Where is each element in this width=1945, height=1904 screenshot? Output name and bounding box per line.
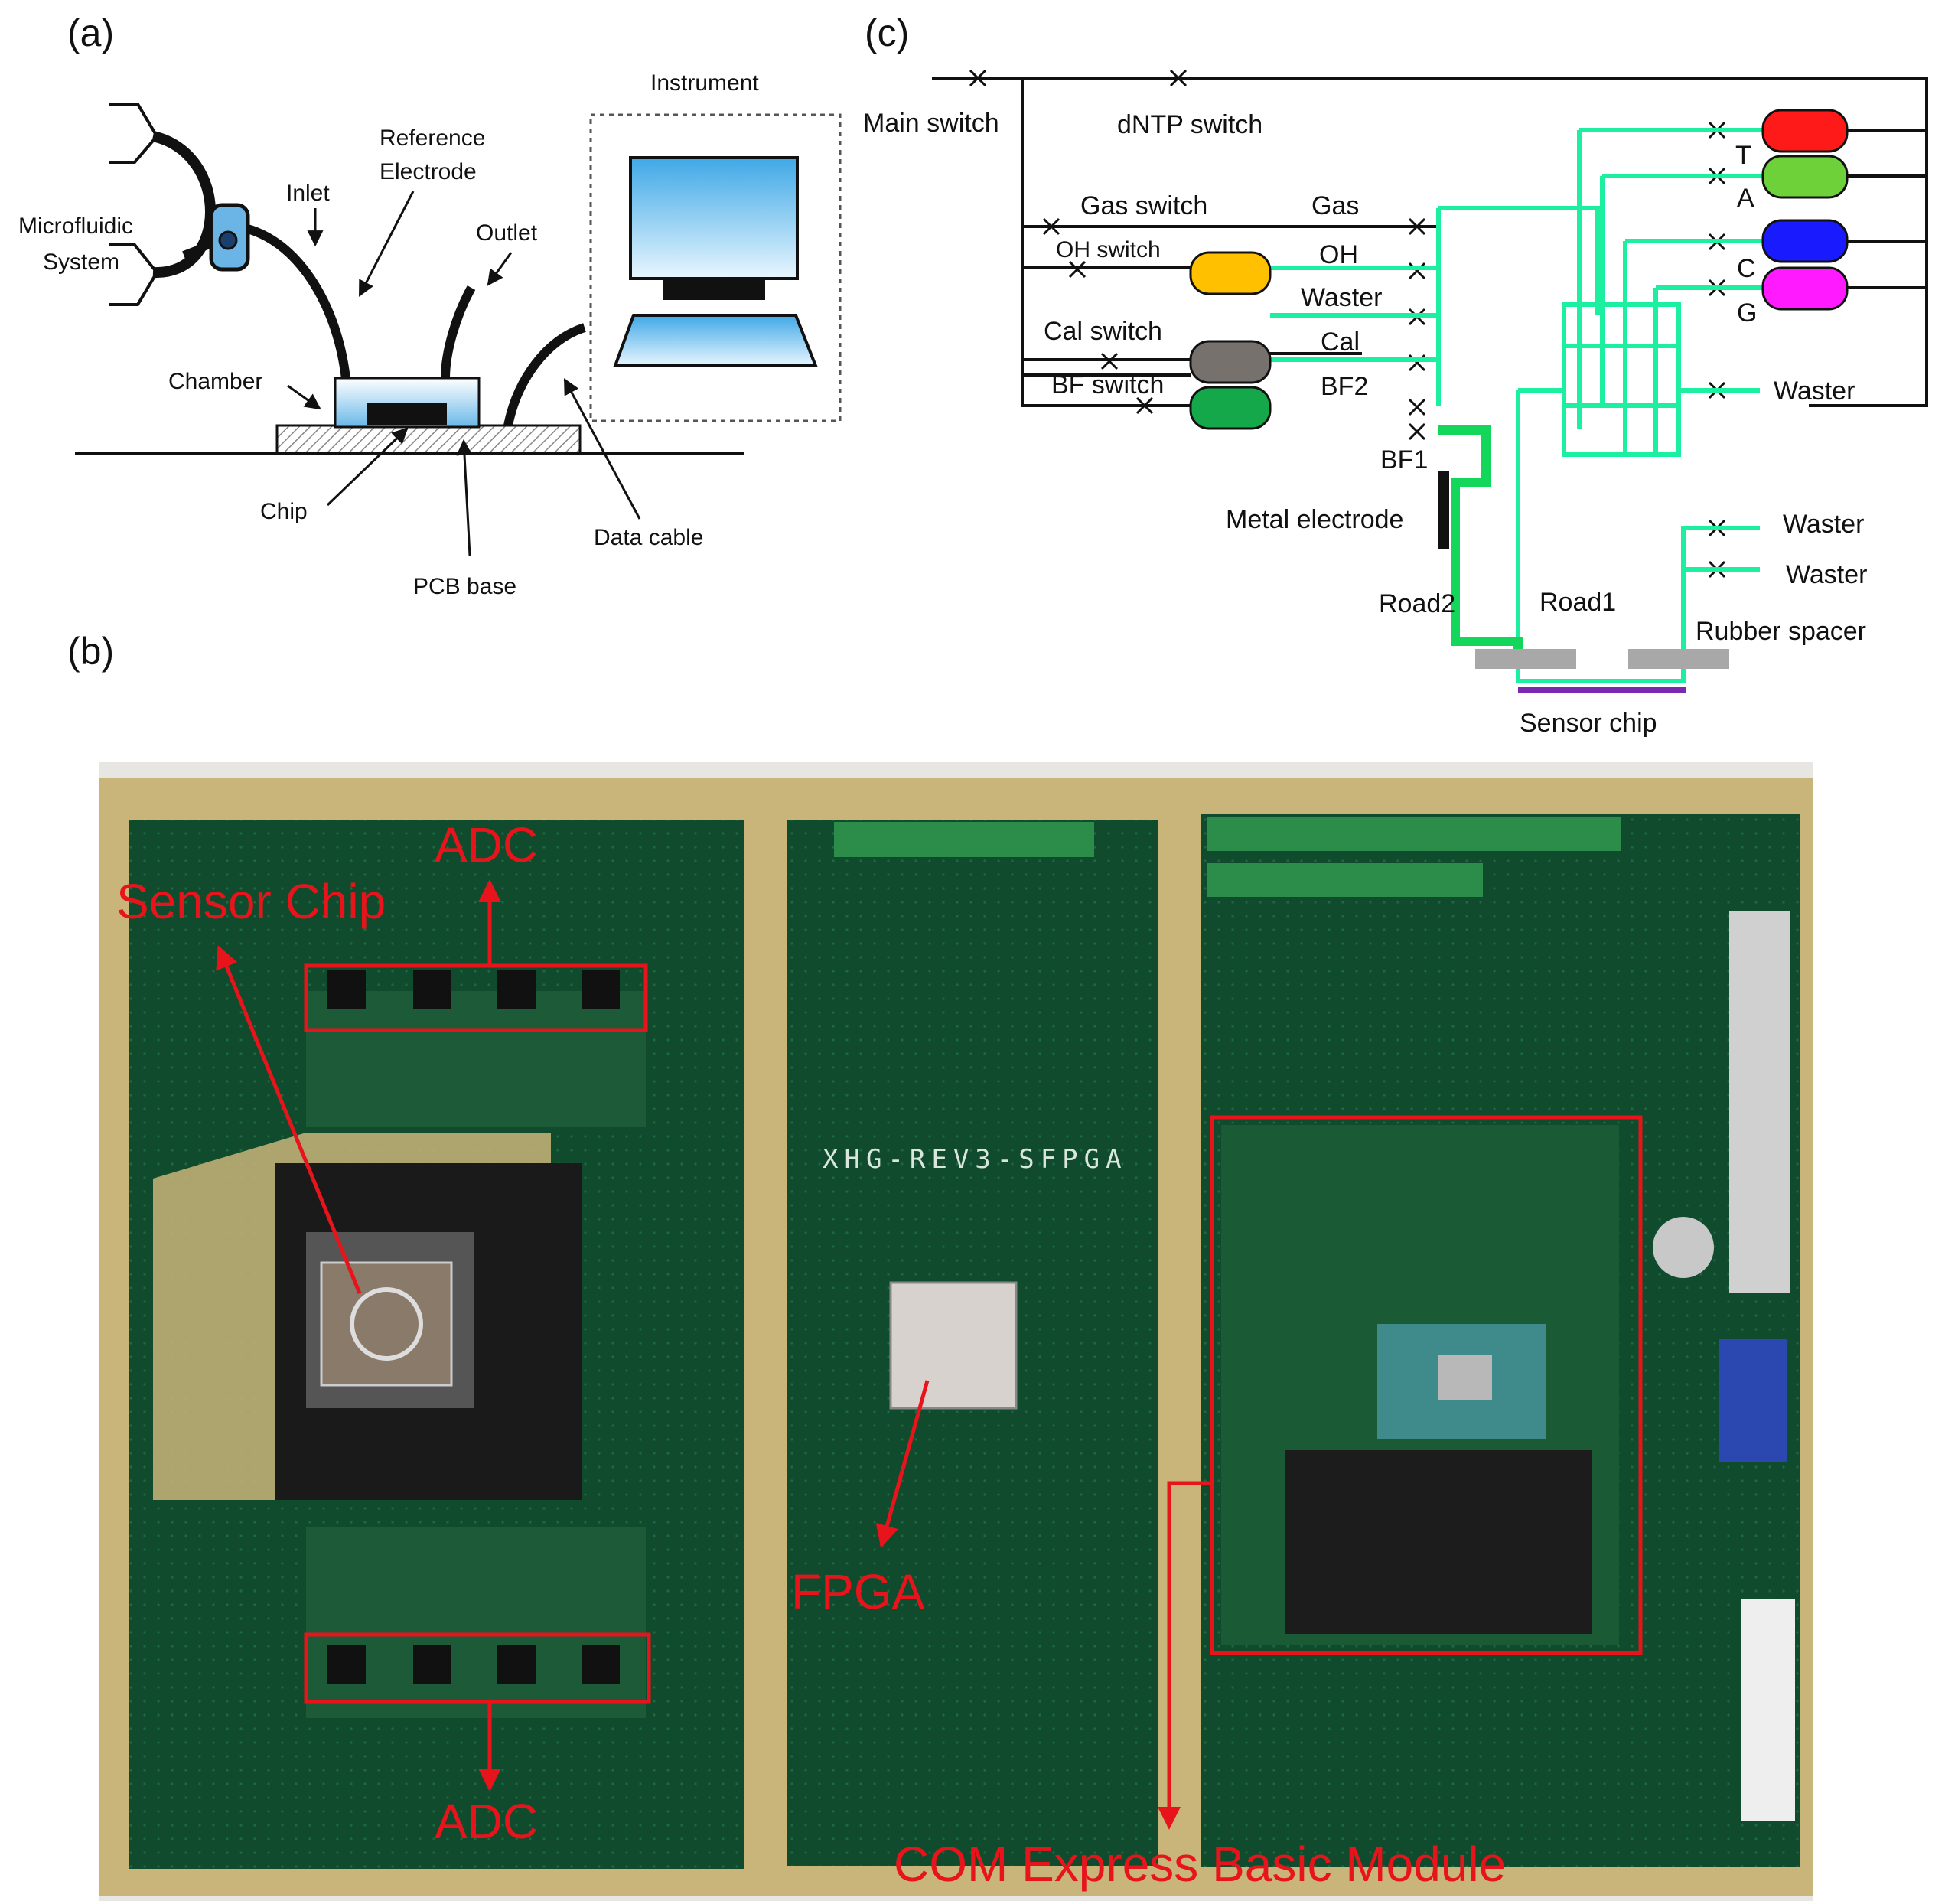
label-t: T [1735,141,1751,170]
reference-arrow [358,191,415,297]
flow-lines [1270,128,1809,683]
label-adc-top: ADC [435,817,538,872]
valve-dot [218,230,238,250]
label-g: G [1737,298,1757,328]
reagent-g-capsule [1761,266,1849,311]
instrument-box [589,113,842,422]
rubber-spacer-right [1628,649,1729,669]
monitor-icon [629,156,799,280]
memory-slot [1285,1450,1592,1634]
chip-shape [367,403,447,425]
chamber-arrow [287,384,321,410]
inlet-tube [229,221,350,380]
outlet-arrow [487,252,513,286]
panel-c-label: (c) [865,11,909,54]
adc-top-box [304,963,648,1032]
label-sensor-chip: Sensor chip [1520,709,1657,738]
power-connector [1741,1599,1795,1821]
pcb-base-shape [275,424,582,455]
label-road1: Road1 [1539,588,1616,617]
board-silk-label: XHG-REV3-SFPGA [823,1144,1128,1175]
label-microfluidic: Microfluidic [18,214,133,239]
label-pcb-base: PCB base [413,574,516,599]
sensor-chip-ring [350,1287,423,1361]
adc-bottom-area [306,1527,646,1718]
fpga-arrow [875,1380,930,1548]
data-cable [503,323,586,427]
sensor-chip-photo [320,1261,453,1387]
terminal-block-mid [834,822,1094,857]
label-system: System [43,249,119,275]
label-chamber: Chamber [168,369,262,394]
panel-c: (c) [863,11,1928,738]
terminal-block-right-1 [1207,817,1621,851]
label-instrument: Instrument [650,70,759,96]
com-express-box [1210,1115,1643,1655]
terminal-block-right-2 [1207,863,1483,897]
label-gas: Gas [1311,191,1359,220]
label-metal-electrode: Metal electrode [1226,505,1403,534]
sensor-chip-arrow [216,945,362,1294]
control-wiring [932,77,1928,407]
label-c: C [1737,254,1756,283]
adc-chips [327,970,620,1684]
label-dntp-switch: dNTP switch [1117,110,1262,139]
tubing-arc [151,131,216,279]
label-waster-left: Waster [1301,283,1382,312]
reagent-cal-capsule [1189,340,1272,384]
label-oh-switch: OH switch [1056,237,1161,262]
reagent-a-capsule [1761,155,1849,199]
metal-electrode-shape [1438,471,1449,549]
label-data-cable: Data cable [594,525,703,550]
panel-b-label: (b) [67,630,114,673]
adc-bottom-box [304,1632,651,1704]
fpga-chip [889,1281,1018,1410]
label-inlet: Inlet [286,181,330,206]
reagent-bf-capsule [1189,386,1272,430]
usb-connectors [1729,911,1790,1293]
label-fpga: FPGA [791,1564,925,1619]
reagent-t-capsule [1761,109,1849,153]
coin-battery [1653,1217,1714,1278]
rubber-spacer-left [1475,649,1576,669]
label-bf2: BF2 [1321,372,1368,401]
label-waster-right-1: Waster [1774,377,1855,406]
label-gas-switch: Gas switch [1080,191,1207,220]
label-rubber-spacer: Rubber spacer [1696,617,1866,646]
label-electrode: Electrode [380,159,477,184]
panel-b: (b) XHG-REV3-SFPGA [67,630,1813,1901]
outlet-tube [441,285,476,379]
label-reference: Reference [380,126,485,151]
monitor-stand-icon [663,279,765,300]
label-com-express: COM Express Basic Module [894,1837,1506,1892]
label-bf-switch: BF switch [1051,370,1164,399]
sensor-chip-shape [1518,687,1686,693]
com-express-arrow [1158,1481,1212,1830]
cpu-die [1438,1355,1492,1400]
label-chip: Chip [260,499,308,524]
label-sensor-chip-photo: Sensor Chip [116,874,386,929]
keyboard-icon [613,314,818,367]
label-waster-right-2: Waster [1783,510,1864,539]
adc-top-area [306,991,646,1127]
vga-connector [1719,1339,1787,1462]
label-main-switch: Main switch [863,109,999,138]
tubing-top-fork [109,103,159,164]
label-cal: Cal [1321,328,1360,357]
label-bf1: BF1 [1380,445,1428,474]
reagent-c-capsule [1761,219,1849,263]
label-a: A [1737,184,1754,213]
panel-a-label: (a) [67,11,114,54]
cable-arrow [563,378,641,520]
reagent-oh-capsule [1189,251,1272,295]
pcb-arrow [456,439,473,556]
label-outlet: Outlet [476,220,538,246]
panel-a: (a) Microfluidic System Inlet Reference … [18,11,842,599]
label-waster-right-3: Waster [1786,560,1867,589]
label-oh: OH [1319,240,1358,269]
chip-arrow [326,427,409,507]
label-cal-switch: Cal switch [1044,317,1162,346]
label-road2: Road2 [1379,589,1455,618]
label-adc-bottom: ADC [435,1794,538,1849]
